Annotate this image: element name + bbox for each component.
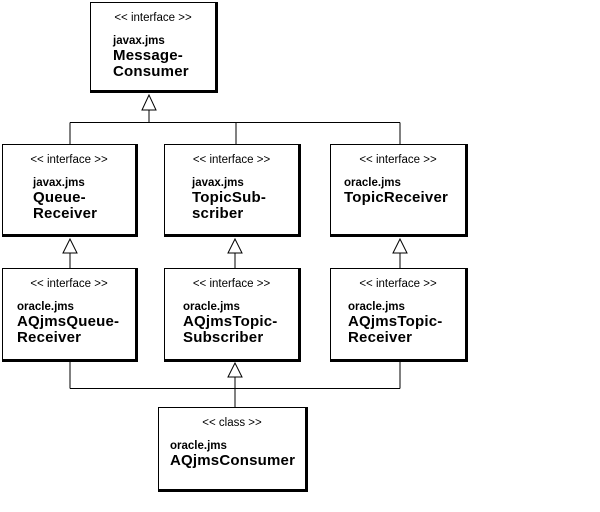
class-name: TopicReceiver <box>344 189 449 206</box>
class-name: AQjmsQueue- <box>17 313 120 330</box>
inheritance-arrow-icon <box>392 237 408 254</box>
class-name: AQjmsTopic- <box>183 313 278 330</box>
node-queue-receiver: << interface >> javax.jms Queue- Receive… <box>2 144 138 237</box>
inheritance-bus-to-message-consumer <box>69 93 401 144</box>
stereotype-label: << interface >> <box>359 154 437 166</box>
inheritance-arrow-icon <box>62 237 78 254</box>
node-aqjms-queue-receiver: << interface >> oracle.jms AQjmsQueue- R… <box>2 268 138 362</box>
inheritance-arrow-icon <box>227 361 243 378</box>
package-label: oracle.jms <box>348 301 405 313</box>
package-label: oracle.jms <box>344 177 401 189</box>
stereotype-label: << interface >> <box>192 278 271 290</box>
package-label: oracle.jms <box>17 301 74 313</box>
node-aqjms-topic-receiver: << interface >> oracle.jms AQjmsTopic- R… <box>330 268 468 362</box>
stereotype-label: << class >> <box>202 417 262 429</box>
stereotype-label: << interface >> <box>192 154 271 166</box>
node-topic-subscriber: << interface >> javax.jms TopicSub- scri… <box>164 144 301 237</box>
node-message-consumer: << interface >> javax.jms Message- Consu… <box>90 2 218 93</box>
class-name: Receiver <box>33 205 98 222</box>
class-name: scriber <box>192 205 244 222</box>
package-label: oracle.jms <box>170 440 227 452</box>
package-label: javax.jms <box>192 177 244 189</box>
class-name: Message- <box>113 47 183 64</box>
inheritance-arrow-icon <box>141 93 157 111</box>
inheritance-topic-subscriber <box>227 237 243 268</box>
node-topic-receiver: << interface >> oracle.jms TopicReceiver <box>330 144 468 237</box>
class-name: Subscriber <box>183 329 264 346</box>
package-label: javax.jms <box>33 177 85 189</box>
node-aqjms-topic-subscriber: << interface >> oracle.jms AQjmsTopic- S… <box>164 268 301 362</box>
class-name: AQjmsTopic- <box>348 313 443 330</box>
inheritance-bus-from-aqjms-consumer <box>69 361 401 407</box>
node-aqjms-consumer: << class >> oracle.jms AQjmsConsumer <box>158 407 308 492</box>
class-name: Consumer <box>113 63 189 80</box>
class-name: Receiver <box>348 329 413 346</box>
class-name: Queue- <box>33 189 86 206</box>
class-name: Receiver <box>17 329 82 346</box>
class-name: AQjmsConsumer <box>170 452 296 469</box>
package-label: javax.jms <box>113 35 165 47</box>
class-name: TopicSub- <box>192 189 267 206</box>
package-label: oracle.jms <box>183 301 240 313</box>
stereotype-label: << interface >> <box>30 154 108 166</box>
inheritance-topic-receiver <box>392 237 408 268</box>
inheritance-arrow-icon <box>227 237 243 254</box>
inheritance-queue-receiver <box>62 237 78 268</box>
stereotype-label: << interface >> <box>114 12 192 24</box>
stereotype-label: << interface >> <box>30 278 108 290</box>
stereotype-label: << interface >> <box>359 278 437 290</box>
